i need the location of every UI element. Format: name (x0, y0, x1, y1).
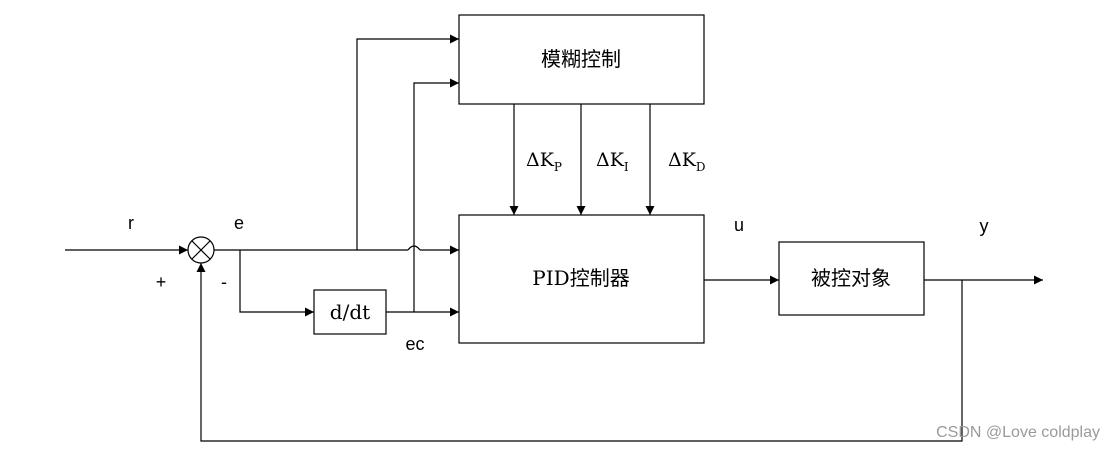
fuzzy-control-label: 模糊控制 (541, 47, 621, 71)
pid-controller-label: PID控制器 (532, 266, 629, 290)
pid-controller-block: PID控制器 (458, 214, 705, 344)
derivative-label: d/dt (330, 300, 370, 324)
ec-to-fuzzy-arrow (413, 78, 459, 312)
fuzzy-control-block: 模糊控制 (458, 14, 705, 105)
signal-e-label: e (234, 213, 244, 233)
signal-r-label: r (128, 213, 134, 233)
delta-ki-label: ΔKI (596, 149, 629, 174)
plus-sign: + (156, 272, 167, 292)
plant-block: 被控对象 (778, 241, 925, 316)
feedback-arrow (196, 263, 963, 442)
error-to-fuzzy-arrow (356, 34, 459, 250)
signal-ec-label: ec (405, 334, 424, 354)
minus-sign: - (221, 272, 227, 292)
delta-kd-label: ΔKD (668, 149, 706, 174)
plant-label: 被控对象 (811, 266, 891, 290)
error-to-derivative-arrow (239, 250, 314, 317)
derivative-block: d/dt (313, 289, 387, 335)
signal-u-label: u (734, 215, 744, 235)
delta-kp-label: ΔKP (526, 149, 562, 174)
watermark: CSDN @Love coldplay (936, 424, 1100, 441)
signal-y-label: y (980, 216, 989, 236)
summing-junction (187, 236, 215, 264)
